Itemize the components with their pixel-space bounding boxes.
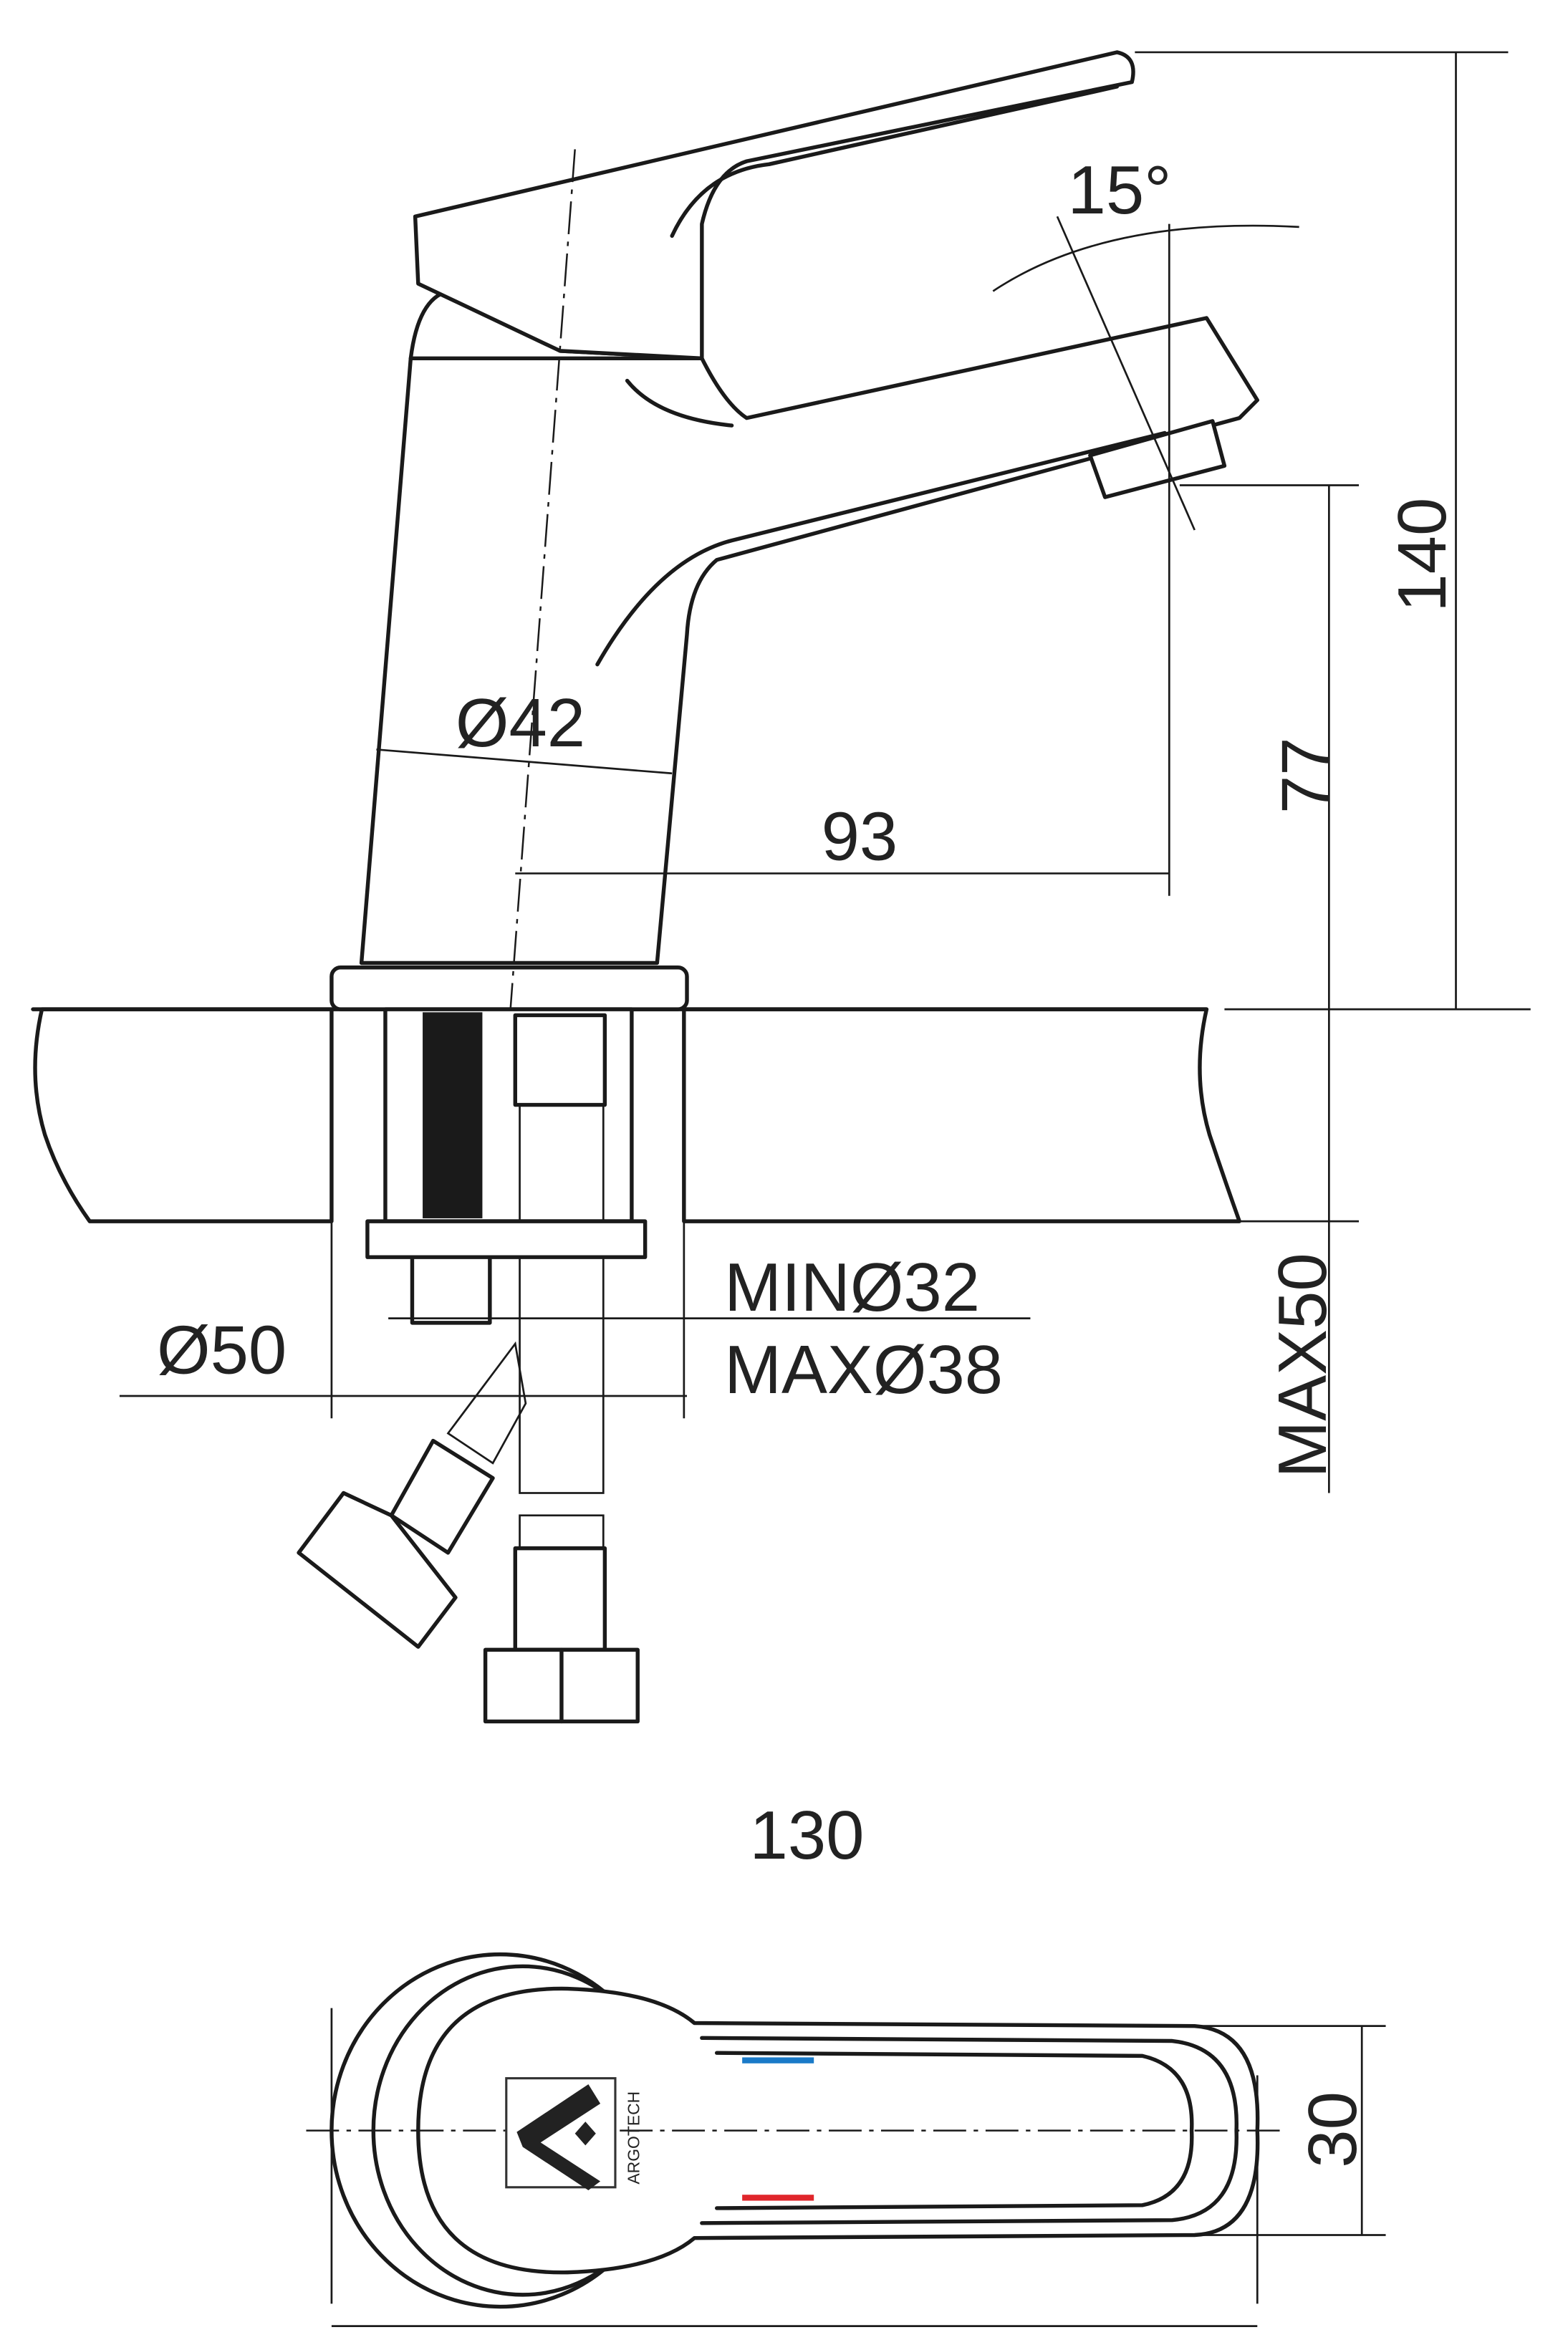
supply-hose xyxy=(519,1104,605,1494)
cold-indicator xyxy=(742,2057,814,2064)
dim-body-diameter: Ø42 xyxy=(456,685,585,761)
dim-max-counter: MAX50 xyxy=(1264,1253,1341,1478)
dim-base-diameter: Ø50 xyxy=(157,1312,287,1389)
faucet-top-view xyxy=(306,1952,1284,2309)
faucet-side-view xyxy=(330,50,1259,1046)
hot-indicator xyxy=(742,2195,814,2201)
dim-hole-min: MINØ32 xyxy=(724,1249,980,1326)
countertop-section xyxy=(31,1007,1241,1223)
dim-lever-angle: 15° xyxy=(1068,152,1172,228)
dim-hole-max: MAXØ38 xyxy=(724,1331,1003,1408)
dim-spout-height: 77 xyxy=(1267,737,1344,814)
mounting-hardware xyxy=(297,1007,648,1724)
hex-fitting-1 xyxy=(297,1491,458,1649)
faucet-body xyxy=(359,289,1259,965)
base-flange xyxy=(330,965,689,1011)
argotech-logo: ARGOTECH xyxy=(505,2077,643,2190)
nut xyxy=(410,1255,492,1325)
threaded-rod xyxy=(423,1012,483,1218)
supply-hose-2 xyxy=(446,1341,527,1465)
dim-top-width: 30 xyxy=(1294,2091,1371,2168)
mounting-plate xyxy=(365,1219,648,1259)
dimension-lines xyxy=(119,51,1531,2328)
lever-handle xyxy=(413,50,1135,360)
dim-spout-reach: 93 xyxy=(822,799,898,875)
centerline xyxy=(506,149,576,1046)
dim-total-height: 140 xyxy=(1384,498,1461,612)
svg-text:ARGOTECH: ARGOTECH xyxy=(624,2091,643,2185)
dim-top-length: 130 xyxy=(750,1797,865,1874)
aerator xyxy=(1088,419,1227,499)
